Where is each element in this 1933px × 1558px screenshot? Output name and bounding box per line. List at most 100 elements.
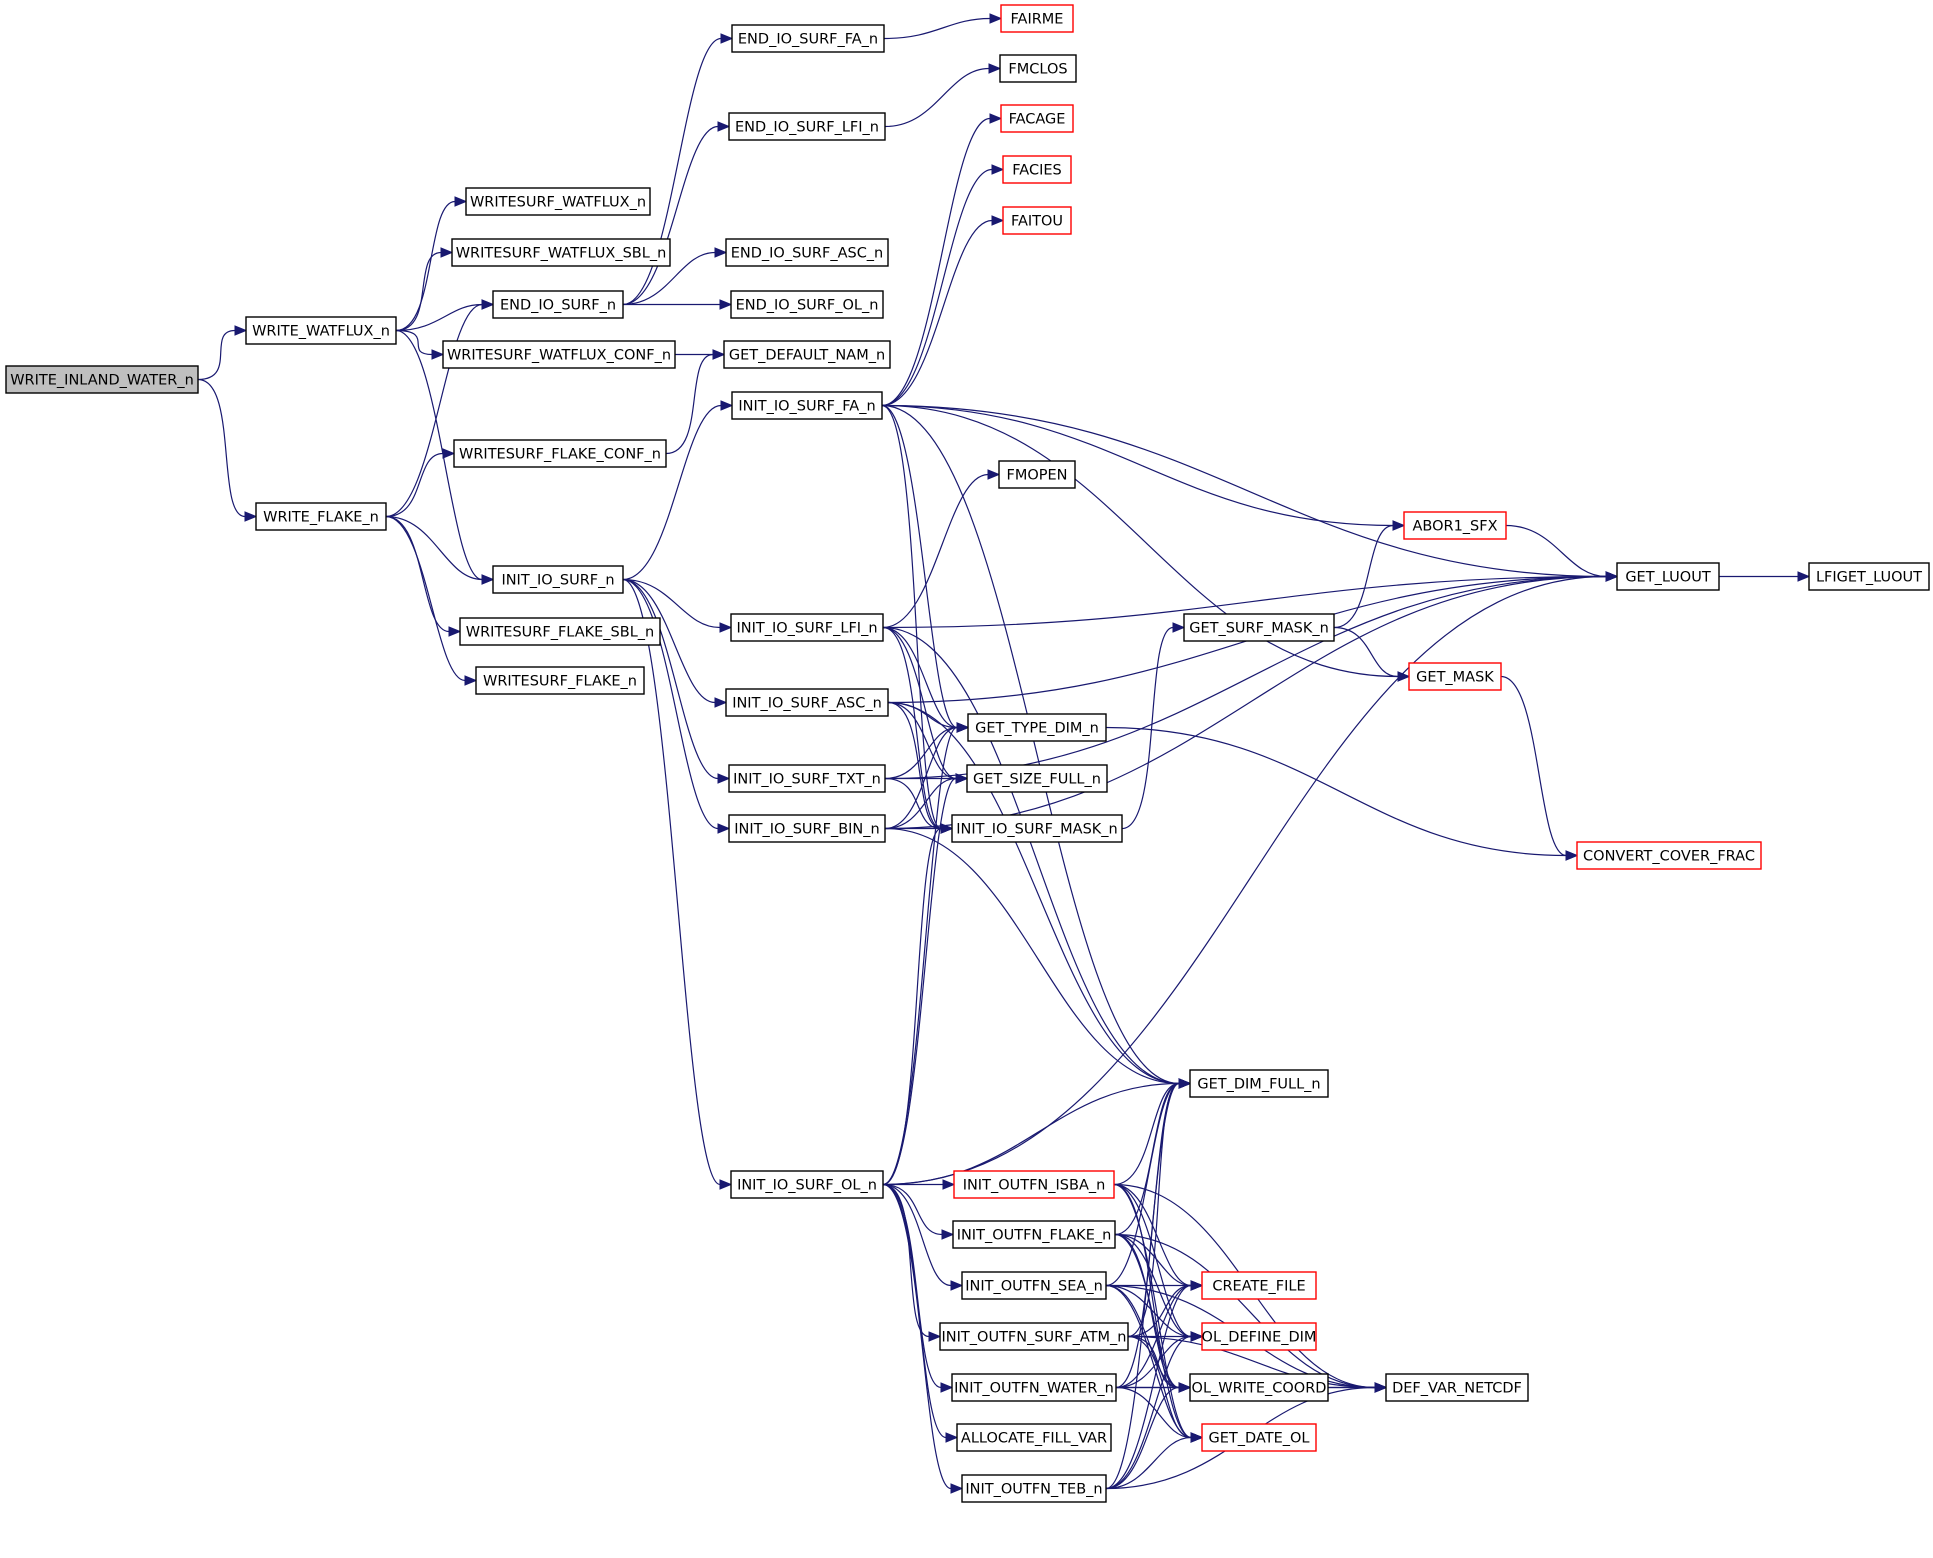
node-get-default-nam[interactable]: GET_DEFAULT_NAM_n <box>723 340 891 369</box>
node-box <box>1201 1322 1317 1351</box>
node-write-flake[interactable]: WRITE_FLAKE_n <box>255 502 387 531</box>
node-facies[interactable]: FACIES <box>1002 155 1072 184</box>
node-init-outfn-water[interactable]: INIT_OUTFN_WATER_n <box>951 1373 1117 1402</box>
node-end-io-surf-ol[interactable]: END_IO_SURF_OL_n <box>730 290 884 319</box>
edge-line <box>1113 1183 1192 1338</box>
edge-layer <box>197 13 1811 1494</box>
edge-write-flake-to-end-io-surf <box>385 299 495 518</box>
node-label: CONVERT_COVER_FRAC <box>1583 849 1755 865</box>
edge-line <box>882 1183 943 1236</box>
node-init-io-surf[interactable]: INIT_IO_SURF_n <box>492 565 624 594</box>
node-init-io-surf-txt[interactable]: INIT_IO_SURF_TXT_n <box>728 764 886 793</box>
node-get-mask[interactable]: GET_MASK <box>1408 662 1502 691</box>
edge-init-io-surf-ol-to-init-outfn-isba <box>883 1179 956 1190</box>
edge-line <box>1333 626 1399 678</box>
edge-init-io-surf-ol-to-init-outfn-sea <box>882 1183 964 1291</box>
node-box <box>731 391 883 420</box>
node-writesurf-flake-conf[interactable]: WRITESURF_FLAKE_CONF_n <box>453 439 667 468</box>
node-box <box>453 439 667 468</box>
node-end-io-surf-fa[interactable]: END_IO_SURF_FA_n <box>731 24 885 53</box>
node-init-io-surf-fa[interactable]: INIT_IO_SURF_FA_n <box>731 391 883 420</box>
edge-line <box>882 726 958 1186</box>
node-end-io-surf[interactable]: END_IO_SURF_n <box>492 290 624 319</box>
node-label: WRITESURF_WATFLUX_n <box>470 195 646 211</box>
node-ol-define-dim[interactable]: OL_DEFINE_DIM <box>1201 1322 1317 1351</box>
node-convert-cover-frac[interactable]: CONVERT_COVER_FRAC <box>1576 841 1762 870</box>
node-create-file[interactable]: CREATE_FILE <box>1201 1271 1317 1300</box>
node-end-io-surf-asc[interactable]: END_IO_SURF_ASC_n <box>725 238 889 267</box>
arrowhead-icon <box>1565 850 1579 861</box>
node-init-outfn-isba[interactable]: INIT_OUTFN_ISBA_n <box>953 1170 1115 1199</box>
node-abor1-sfx[interactable]: ABOR1_SFX <box>1403 511 1507 540</box>
node-label: FAIRME <box>1011 12 1064 28</box>
node-init-io-surf-asc[interactable]: INIT_IO_SURF_ASC_n <box>725 688 889 717</box>
arrowhead-icon <box>1178 1078 1192 1089</box>
arrowhead-icon <box>717 823 731 834</box>
arrowhead-icon <box>956 722 970 733</box>
edge-init-io-surf-fa-to-get-dim-full <box>881 404 1192 1089</box>
node-box <box>728 764 886 793</box>
edge-end-io-surf-to-end-io-surf-fa <box>622 33 734 306</box>
edge-line <box>881 404 1180 1085</box>
node-box <box>961 1271 1107 1300</box>
node-ol-write-coord[interactable]: OL_WRITE_COORD <box>1189 1373 1329 1402</box>
edge-line <box>395 251 442 332</box>
node-get-surf-mask[interactable]: GET_SURF_MASK_n <box>1183 613 1335 642</box>
node-init-io-surf-bin[interactable]: INIT_IO_SURF_BIN_n <box>728 814 886 843</box>
edge-write-inland-water-to-write-flake <box>197 378 258 522</box>
node-writesurf-watflux[interactable]: WRITESURF_WATFLUX_n <box>465 187 651 216</box>
node-box <box>967 713 1107 742</box>
node-writesurf-watflux-sbl[interactable]: WRITESURF_WATFLUX_SBL_n <box>451 238 671 267</box>
edge-line <box>882 1183 952 1287</box>
node-init-io-surf-mask[interactable]: INIT_IO_SURF_MASK_n <box>951 814 1123 843</box>
edge-line <box>1333 524 1394 629</box>
node-init-outfn-sea[interactable]: INIT_OUTFN_SEA_n <box>961 1271 1107 1300</box>
node-box <box>1000 4 1074 33</box>
node-get-luout[interactable]: GET_LUOUT <box>1616 562 1720 591</box>
node-write-inland-water[interactable]: WRITE_INLAND_WATER_n <box>5 365 199 394</box>
node-init-outfn-surf-atm[interactable]: INIT_OUTFN_SURF_ATM_n <box>939 1322 1129 1351</box>
edge-init-outfn-teb-to-ol-define-dim <box>1105 1331 1204 1490</box>
node-box <box>1385 1373 1529 1402</box>
node-allocate-fill-var[interactable]: ALLOCATE_FILL_VAR <box>956 1423 1112 1452</box>
node-get-size-full[interactable]: GET_SIZE_FULL_n <box>966 764 1108 793</box>
node-label: GET_TYPE_DIM_n <box>975 721 1099 737</box>
edge-write-inland-water-to-write-watflux <box>197 325 248 381</box>
node-init-outfn-flake[interactable]: INIT_OUTFN_FLAKE_n <box>952 1220 1116 1249</box>
node-init-io-surf-ol[interactable]: INIT_IO_SURF_OL_n <box>730 1170 884 1199</box>
node-lfiget-luout[interactable]: LFIGET_LUOUT <box>1808 562 1930 591</box>
node-label: END_IO_SURF_LFI_n <box>735 120 879 136</box>
edge-end-io-surf-lfi-to-fmclos <box>884 63 1002 128</box>
edge-line <box>395 303 483 332</box>
node-writesurf-watflux-conf[interactable]: WRITESURF_WATFLUX_CONF_n <box>442 340 676 369</box>
node-fairme[interactable]: FAIRME <box>1000 4 1074 33</box>
node-box <box>939 1322 1129 1351</box>
node-def-var-netcdf[interactable]: DEF_VAR_NETCDF <box>1385 1373 1529 1402</box>
arrowhead-icon <box>719 1179 733 1190</box>
node-end-io-surf-lfi[interactable]: END_IO_SURF_LFI_n <box>728 112 886 141</box>
arrowhead-icon <box>988 63 1002 74</box>
node-layer: WRITE_INLAND_WATER_nWRITE_WATFLUX_nWRITE… <box>5 4 1930 1503</box>
arrowhead-icon <box>717 121 731 132</box>
node-facage[interactable]: FACAGE <box>1000 104 1074 133</box>
node-writesurf-flake-sbl[interactable]: WRITESURF_FLAKE_SBL_n <box>459 617 661 646</box>
node-fmclos[interactable]: FMCLOS <box>999 54 1077 83</box>
node-box <box>475 666 645 695</box>
node-get-date-ol[interactable]: GET_DATE_OL <box>1201 1423 1317 1452</box>
node-write-watflux[interactable]: WRITE_WATFLUX_n <box>245 316 397 345</box>
node-writesurf-flake[interactable]: WRITESURF_FLAKE_n <box>475 666 645 695</box>
node-get-dim-full[interactable]: GET_DIM_FULL_n <box>1189 1069 1329 1098</box>
node-faitou[interactable]: FAITOU <box>1002 206 1072 235</box>
arrowhead-icon <box>1190 1280 1204 1291</box>
edge-init-outfn-isba-to-get-dim-full <box>1113 1078 1192 1186</box>
node-get-type-dim[interactable]: GET_TYPE_DIM_n <box>967 713 1107 742</box>
node-fmopen[interactable]: FMOPEN <box>998 460 1076 489</box>
node-label: GET_DATE_OL <box>1209 1431 1310 1447</box>
edge-line <box>622 251 716 306</box>
node-init-io-surf-lfi[interactable]: INIT_IO_SURF_LFI_n <box>730 613 884 642</box>
node-box <box>5 365 199 394</box>
edge-line <box>887 701 1180 1085</box>
node-init-outfn-teb[interactable]: INIT_OUTFN_TEB_n <box>961 1474 1107 1503</box>
node-box <box>1576 841 1762 870</box>
